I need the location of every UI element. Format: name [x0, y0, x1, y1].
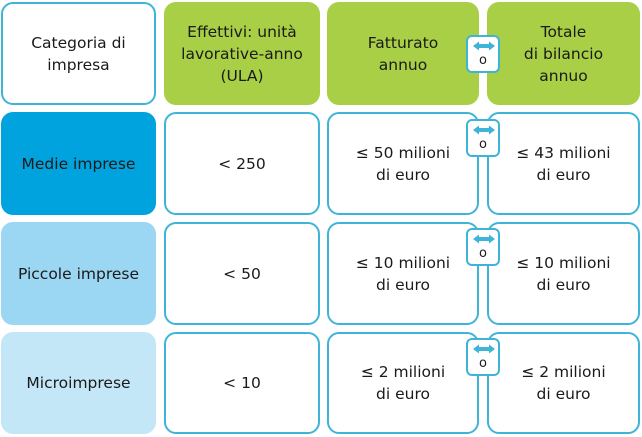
- category-label: Microimprese: [26, 374, 131, 392]
- balance-value: ≤ 43 milioni di euro: [516, 143, 611, 184]
- header-turnover: Fatturato annuo: [327, 2, 479, 105]
- category-label: Piccole imprese: [17, 264, 140, 283]
- header-turnover-label: Fatturato annuo: [367, 33, 439, 74]
- double-arrow-horizontal-icon: [473, 344, 495, 354]
- category-medie-imprese: Medie imprese: [1, 112, 156, 215]
- turnover-value: ≤ 10 milioni di euro: [355, 253, 451, 294]
- double-arrow-horizontal-icon: [473, 234, 495, 244]
- or-connector-header: o: [466, 35, 500, 73]
- turnover-value: ≤ 50 milioni di euro: [355, 143, 451, 184]
- double-arrow-horizontal-icon: [473, 125, 495, 135]
- or-label: o: [479, 246, 487, 261]
- balance-medie-imprese: ≤ 43 milioni di euro: [487, 112, 640, 215]
- header-employees: Effettivi: unità lavorative-anno (ULA): [164, 2, 320, 105]
- employees-medie-imprese: < 250: [164, 112, 320, 215]
- category-microimprese: Microimprese: [1, 332, 156, 434]
- header-balance: Totale di bilancio annuo: [487, 2, 640, 105]
- double-arrow-horizontal-icon: [473, 41, 495, 51]
- balance-value: ≤ 2 milioni di euro: [521, 363, 606, 403]
- or-connector-micro: o: [466, 338, 500, 376]
- balance-value: ≤ 10 milioni di euro: [516, 253, 611, 294]
- category-label: Medie imprese: [21, 154, 136, 173]
- header-category: Categoria di impresa: [1, 2, 156, 105]
- balance-microimprese: ≤ 2 milioni di euro: [487, 332, 640, 434]
- turnover-medie-imprese: ≤ 50 milioni di euro: [327, 112, 479, 215]
- employees-value: < 250: [218, 154, 266, 173]
- header-category-label: Categoria di impresa: [31, 33, 126, 74]
- employees-piccole-imprese: < 50: [164, 222, 320, 325]
- employees-microimprese: < 10: [164, 332, 320, 434]
- or-connector-piccole: o: [466, 228, 500, 266]
- employees-value: < 10: [223, 374, 261, 392]
- turnover-piccole-imprese: ≤ 10 milioni di euro: [327, 222, 479, 325]
- header-employees-label: Effettivi: unità lavorative-anno (ULA): [181, 22, 303, 85]
- turnover-microimprese: ≤ 2 milioni di euro: [327, 332, 479, 434]
- header-balance-label: Totale di bilancio annuo: [523, 22, 604, 85]
- employees-value: < 50: [223, 264, 261, 283]
- or-label: o: [479, 356, 487, 371]
- turnover-value: ≤ 2 milioni di euro: [360, 363, 446, 403]
- balance-piccole-imprese: ≤ 10 milioni di euro: [487, 222, 640, 325]
- category-piccole-imprese: Piccole imprese: [1, 222, 156, 325]
- or-label: o: [479, 53, 487, 68]
- or-connector-medie: o: [466, 119, 500, 157]
- or-label: o: [479, 137, 487, 152]
